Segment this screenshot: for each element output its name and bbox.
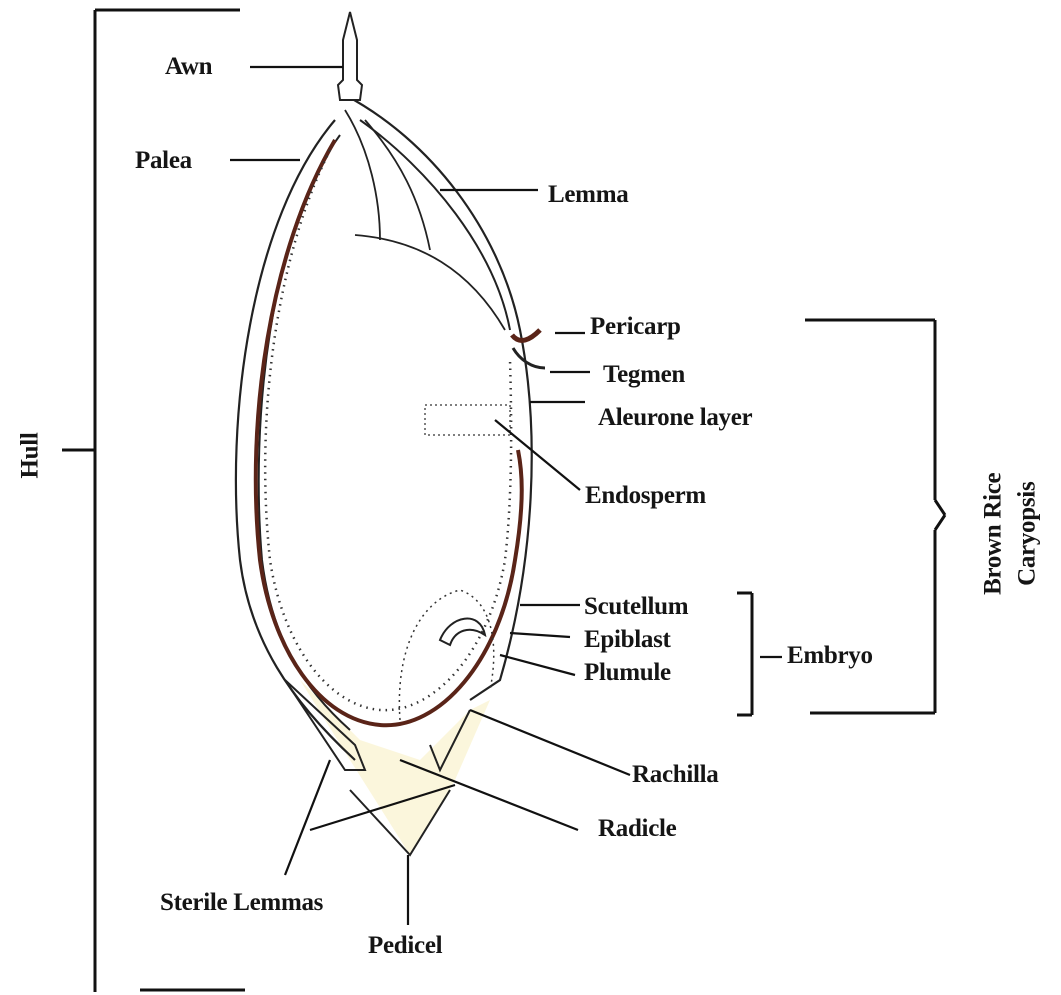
lemma-veins (345, 110, 505, 330)
embryo-bracket (737, 593, 752, 715)
label-pericarp: Pericarp (590, 314, 681, 339)
label-embryo: Embryo (787, 643, 873, 668)
label-pedicel: Pedicel (368, 933, 442, 958)
label-scutellum: Scutellum (584, 594, 688, 619)
label-radicle: Radicle (598, 816, 676, 841)
pericarp-curl (512, 330, 540, 340)
label-brown-rice-caryopsis: Brown Rice Caryopsis (976, 459, 1044, 609)
label-awn: Awn (165, 54, 212, 79)
label-tegmen: Tegmen (603, 362, 685, 387)
label-brown-rice: Brown Rice (976, 459, 1010, 609)
label-rachilla: Rachilla (632, 762, 719, 787)
awn-shape (338, 12, 362, 100)
label-palea: Palea (135, 148, 192, 173)
lemma-inner (360, 120, 510, 330)
palea-inner (259, 135, 350, 730)
hull-base-fill (300, 680, 490, 855)
label-aleurone-layer: Aleurone layer (598, 405, 752, 430)
tegmen-curl (513, 348, 545, 368)
label-lemma: Lemma (548, 182, 628, 207)
label-hull: Hull (18, 431, 43, 481)
label-endosperm: Endosperm (585, 483, 706, 508)
endosperm-dots (265, 150, 511, 710)
label-caryopsis: Caryopsis (1010, 459, 1044, 609)
label-plumule: Plumule (584, 660, 671, 685)
label-sterile-lemmas: Sterile Lemmas (160, 890, 323, 915)
label-epiblast: Epiblast (584, 627, 671, 652)
plumule-mark (440, 619, 485, 645)
aleurone-box (425, 405, 510, 435)
